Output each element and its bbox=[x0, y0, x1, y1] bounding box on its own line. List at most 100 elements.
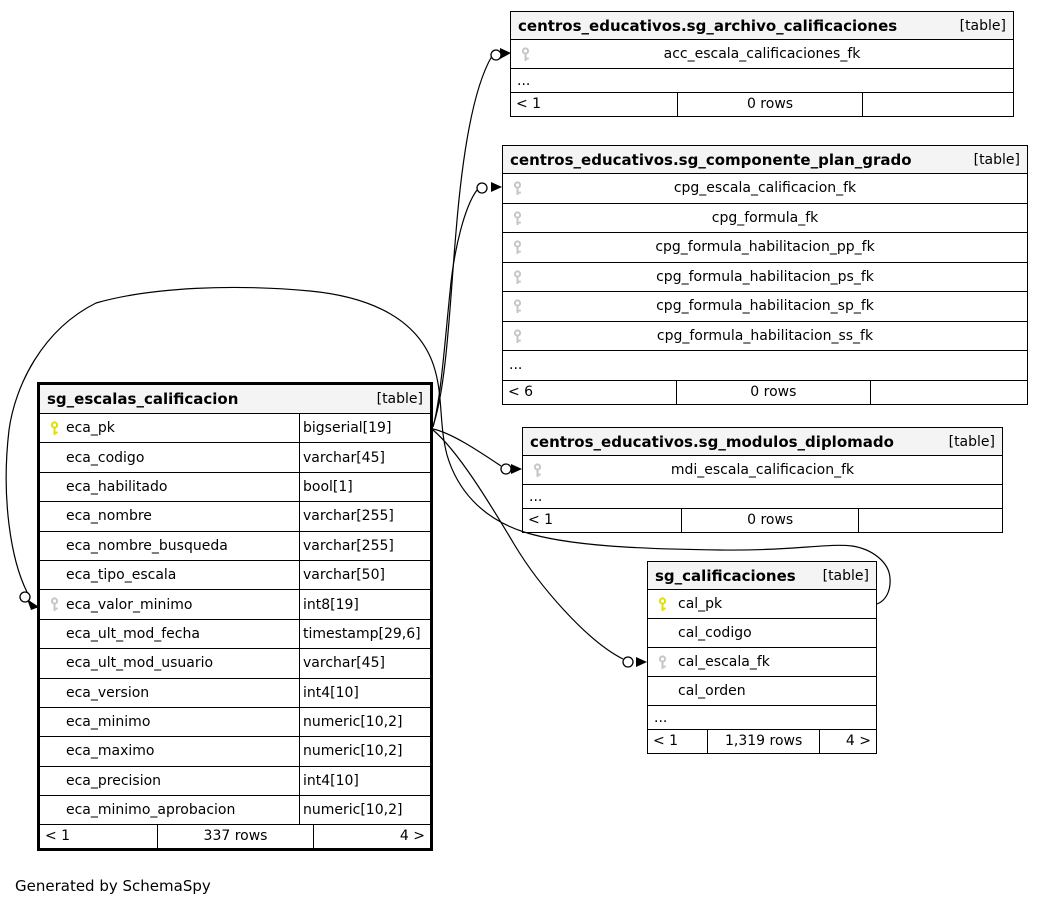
foreign-key-icon bbox=[512, 269, 523, 285]
edge-cpg-to-eca-pk bbox=[432, 189, 478, 428]
column-type: varchar[255] bbox=[299, 502, 430, 531]
row-count: 0 rows bbox=[675, 380, 870, 404]
related-right-count: 4 > bbox=[818, 730, 876, 753]
column-name-cell: cal_escala_fk bbox=[648, 648, 876, 676]
cardinality-circle bbox=[490, 49, 502, 61]
table-node-sg-modulos-diplomado[interactable]: centros_educativos.sg_modulos_diplomado … bbox=[522, 427, 1003, 533]
table-stats: < 6 0 rows bbox=[503, 379, 1027, 404]
table-tag: [table] bbox=[948, 433, 995, 450]
related-right-count bbox=[862, 93, 1013, 116]
table-tag: [table] bbox=[959, 17, 1006, 34]
table-header: centros_educativos.sg_modulos_diplomado … bbox=[523, 428, 1002, 455]
column-type: timestamp[29,6] bbox=[299, 619, 430, 649]
foreign-key-icon bbox=[520, 47, 531, 62]
table-node-sg-escalas-calificacion[interactable]: sg_escalas_calificacion [table] eca_pk b… bbox=[37, 382, 433, 852]
table-tag: [table] bbox=[822, 567, 869, 584]
column-type: numeric[10,2] bbox=[299, 737, 430, 766]
column-name-cell: eca_valor_minimo bbox=[40, 590, 299, 618]
primary-key-icon bbox=[657, 597, 668, 612]
table-row: cpg_formula_habilitacion_ss_fk bbox=[503, 320, 1027, 351]
table-row: cpg_formula_habilitacion_ps_fk bbox=[503, 261, 1027, 292]
column-type: numeric[10,2] bbox=[299, 707, 430, 737]
table-row: cal_orden bbox=[648, 676, 876, 705]
table-title[interactable]: sg_calificaciones bbox=[655, 566, 796, 585]
table-row: eca_nombre_busqueda varchar[255] bbox=[40, 530, 430, 560]
table-stats: < 1 0 rows bbox=[523, 508, 1002, 532]
column-name: eca_minimo bbox=[66, 714, 151, 731]
column-type: varchar[255] bbox=[299, 531, 430, 560]
table-row: eca_version int4[10] bbox=[40, 677, 430, 707]
column-name-cell: eca_tipo_escala bbox=[40, 561, 299, 589]
arrowhead bbox=[511, 464, 522, 474]
column-name: eca_habilitado bbox=[66, 478, 168, 495]
column-type: numeric[10,2] bbox=[299, 796, 430, 825]
column-type: varchar[45] bbox=[299, 443, 430, 472]
column-name: eca_valor_minimo bbox=[66, 596, 193, 613]
arrowhead bbox=[636, 657, 647, 667]
column-name: eca_version bbox=[66, 684, 150, 701]
column-name-cell: eca_minimo bbox=[40, 708, 299, 736]
column-name: eca_pk bbox=[66, 420, 115, 437]
table-row: eca_codigo varchar[45] bbox=[40, 442, 430, 472]
column-name: eca_precision bbox=[66, 772, 162, 789]
column-name: cpg_formula_habilitacion_ps_fk bbox=[656, 268, 874, 285]
table-header: sg_escalas_calificacion [table] bbox=[40, 385, 430, 413]
column-type: int4[10] bbox=[299, 766, 430, 796]
cardinality-circle bbox=[622, 656, 634, 668]
row-count: 1,319 rows bbox=[707, 730, 819, 753]
primary-key-icon bbox=[49, 421, 60, 436]
cardinality-circle bbox=[19, 591, 31, 603]
table-tag: [table] bbox=[973, 151, 1020, 168]
column-name: eca_maximo bbox=[66, 743, 155, 760]
table-row: eca_precision int4[10] bbox=[40, 765, 430, 796]
related-left-count: < 1 bbox=[45, 828, 71, 845]
table-row: cal_escala_fk bbox=[648, 647, 876, 676]
hidden-columns-ellipsis: ... bbox=[511, 68, 1013, 92]
foreign-key-icon bbox=[49, 597, 60, 612]
table-title[interactable]: centros_educativos.sg_modulos_diplomado bbox=[530, 432, 894, 451]
column-name-cell: eca_minimo_aprobacion bbox=[40, 796, 299, 824]
column-name: eca_ult_mod_fecha bbox=[66, 625, 200, 642]
table-title[interactable]: centros_educativos.sg_archivo_calificaci… bbox=[518, 16, 898, 35]
hidden-columns-ellipsis: ... bbox=[503, 350, 1027, 380]
column-name-cell: eca_habilitado bbox=[40, 473, 299, 501]
table-row: acc_escala_calificaciones_fk bbox=[511, 39, 1013, 68]
column-name-cell: eca_nombre_busqueda bbox=[40, 532, 299, 560]
column-name: cal_codigo bbox=[678, 625, 752, 641]
table-row: eca_tipo_escala varchar[50] bbox=[40, 559, 430, 590]
related-left-count: < 1 bbox=[528, 512, 554, 528]
column-name-cell: eca_precision bbox=[40, 767, 299, 795]
column-name-cell: eca_nombre bbox=[40, 502, 299, 530]
column-name-cell: eca_pk bbox=[40, 414, 299, 442]
table-row: eca_minimo numeric[10,2] bbox=[40, 706, 430, 737]
table-header: centros_educativos.sg_componente_plan_gr… bbox=[503, 146, 1027, 173]
column-name-cell: cal_codigo bbox=[648, 619, 876, 647]
related-left-count: < 6 bbox=[508, 383, 534, 400]
foreign-key-icon bbox=[532, 463, 543, 478]
table-node-sg-calificaciones[interactable]: sg_calificaciones [table] cal_pk cal_cod… bbox=[647, 561, 877, 754]
column-name: cpg_formula_habilitacion_pp_fk bbox=[655, 239, 875, 256]
column-type: int8[19] bbox=[299, 590, 430, 619]
column-name-cell: eca_maximo bbox=[40, 737, 299, 765]
table-node-sg-archivo-calificaciones[interactable]: centros_educativos.sg_archivo_calificaci… bbox=[510, 11, 1014, 117]
column-name: mdi_escala_calificacion_fk bbox=[670, 462, 855, 478]
column-name-cell: cal_pk bbox=[648, 590, 876, 618]
foreign-key-icon bbox=[512, 210, 523, 226]
table-title[interactable]: sg_escalas_calificacion bbox=[47, 390, 239, 408]
table-header: centros_educativos.sg_archivo_calificaci… bbox=[511, 12, 1013, 39]
column-name-cell: eca_codigo bbox=[40, 443, 299, 471]
column-name-cell: eca_version bbox=[40, 679, 299, 707]
cardinality-circle bbox=[476, 182, 488, 194]
table-row: cpg_formula_fk bbox=[503, 202, 1027, 233]
row-count: 0 rows bbox=[681, 509, 858, 532]
column-name: eca_nombre bbox=[66, 508, 152, 525]
generated-by-note: Generated by SchemaSpy bbox=[15, 877, 211, 895]
foreign-key-icon bbox=[657, 655, 668, 670]
table-title[interactable]: centros_educativos.sg_componente_plan_gr… bbox=[510, 150, 912, 169]
arrowhead bbox=[491, 182, 502, 192]
table-stats: < 1 0 rows bbox=[511, 92, 1013, 116]
related-left-count: < 1 bbox=[653, 733, 679, 749]
table-node-sg-componente-plan-grado[interactable]: centros_educativos.sg_componente_plan_gr… bbox=[502, 145, 1028, 405]
edge-mdi-to-eca-pk bbox=[432, 428, 502, 467]
